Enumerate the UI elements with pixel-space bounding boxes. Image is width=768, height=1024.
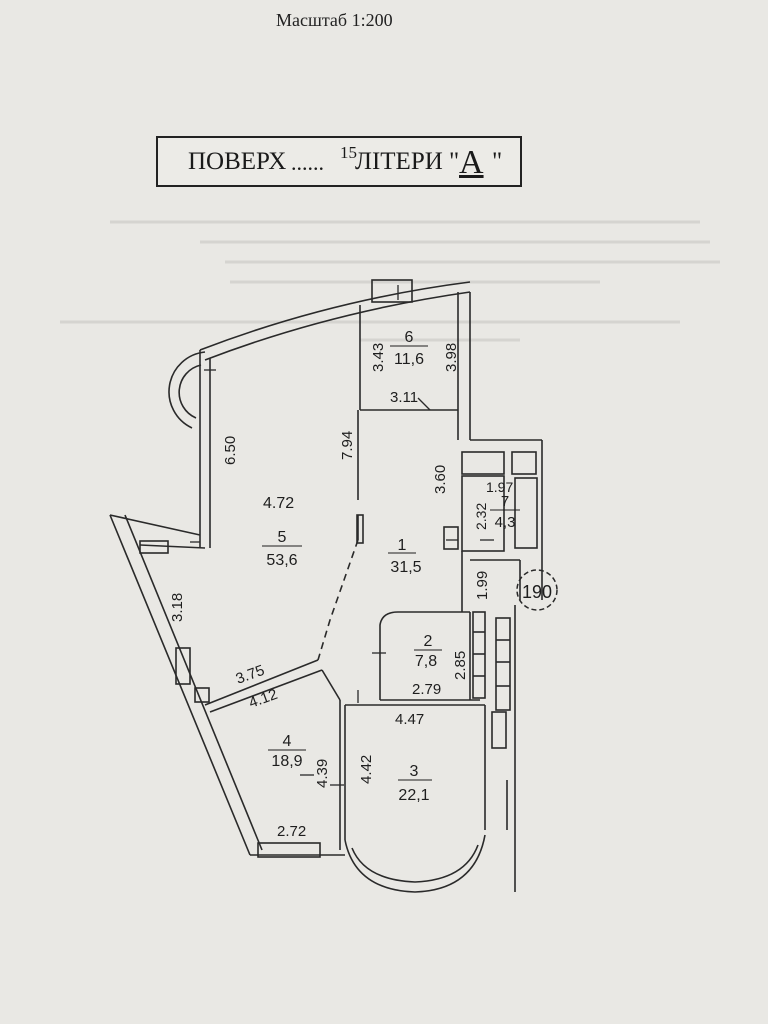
dimension-label: 3.11 bbox=[390, 389, 418, 406]
dimension-label: 4.12 bbox=[247, 686, 280, 712]
room-area: 7,8 bbox=[415, 653, 437, 670]
room-number: 6 bbox=[405, 329, 414, 346]
room-area: 18,9 bbox=[271, 753, 302, 770]
marker-label: 190 bbox=[522, 582, 552, 602]
dimension-label: 3.60 bbox=[432, 465, 449, 494]
dimension-label: 2.85 bbox=[452, 651, 469, 680]
room-number: 2 bbox=[424, 633, 433, 650]
room-number: 5 bbox=[278, 529, 287, 546]
scale-label: Масштаб 1:200 bbox=[276, 10, 393, 30]
dimension-label: 4.42 bbox=[358, 755, 375, 784]
dimension-label: 4.39 bbox=[314, 759, 331, 788]
liter-quote-open: " bbox=[449, 148, 460, 175]
room-area: 22,1 bbox=[398, 787, 429, 804]
dimensions: 3.43 3.98 3.11 7.94 6.50 4.72 3.60 1.97 … bbox=[169, 343, 513, 840]
dimension-label: 2.32 bbox=[473, 503, 489, 530]
floor-title-box: ПОВЕРХ ...... 15 ЛІТЕРИ " А " bbox=[156, 136, 522, 187]
dimension-label: 3.43 bbox=[370, 343, 387, 372]
room-number: 4 bbox=[283, 733, 292, 750]
dimension-label: 7.94 bbox=[339, 431, 356, 460]
faint-text-lines bbox=[60, 220, 720, 342]
room-labels: 1 31,5 2 7,8 3 22,1 4 18,9 5 53,6 6 11,6… bbox=[262, 329, 520, 804]
marker-circle bbox=[516, 569, 558, 611]
floor-number: 15 bbox=[340, 143, 357, 162]
floor-label: ПОВЕРХ bbox=[188, 148, 287, 175]
floor-dots: ...... bbox=[291, 150, 324, 175]
dimension-label: 6.50 bbox=[222, 436, 239, 465]
dimension-label: 2.79 bbox=[412, 681, 441, 698]
dimension-label: 1.97 bbox=[486, 479, 513, 495]
room-area: 53,6 bbox=[266, 552, 297, 569]
room-number: 7 bbox=[501, 493, 509, 510]
dimension-label: 4.72 bbox=[263, 495, 294, 512]
room-number: 1 bbox=[398, 537, 407, 554]
walls bbox=[109, 279, 543, 893]
dimension-label: 2.72 bbox=[277, 823, 306, 840]
liter-quote-close: " bbox=[492, 148, 503, 175]
room-area: 31,5 bbox=[390, 559, 421, 576]
room-area: 4,3 bbox=[495, 514, 516, 531]
room-number: 3 bbox=[410, 763, 419, 780]
room-area: 11,6 bbox=[394, 351, 424, 368]
dimension-label: 1.99 bbox=[474, 571, 491, 600]
liter-value: А bbox=[459, 144, 484, 181]
liter-label: ЛІТЕРИ bbox=[355, 148, 443, 175]
dimension-label: 3.75 bbox=[234, 662, 267, 688]
dimension-label: 3.98 bbox=[443, 343, 460, 372]
door-ticks bbox=[190, 285, 494, 786]
dimension-label: 4.47 bbox=[395, 711, 424, 728]
dimension-label: 3.18 bbox=[169, 593, 186, 622]
